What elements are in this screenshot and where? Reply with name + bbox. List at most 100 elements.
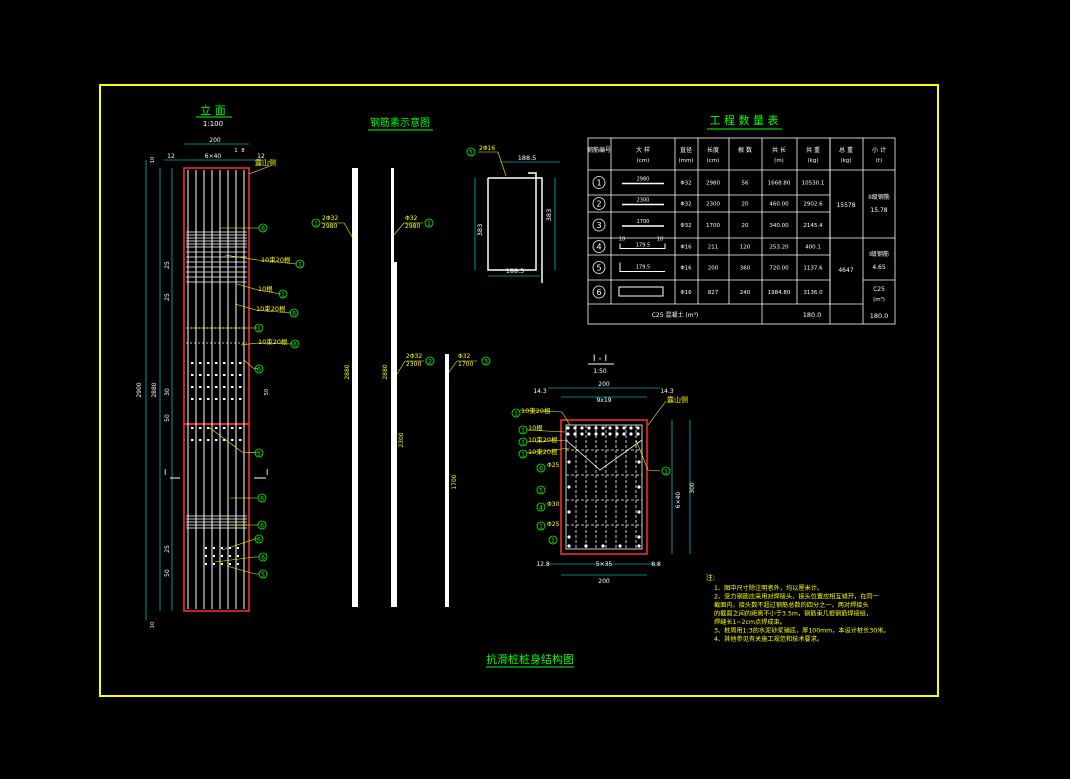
schematic-bar5-dim: 2880: [382, 364, 389, 379]
notes-heading: 注:: [706, 573, 715, 582]
section-side-0: Φ25: [547, 462, 560, 469]
row-dia: Φ32: [680, 202, 691, 208]
table-title: 工 程 数 量 表: [710, 113, 779, 127]
section-callout: 5: [536, 485, 546, 495]
table-concrete-label: C25 混凝土 (m³): [652, 311, 699, 319]
table-header-unit: (cm): [707, 158, 720, 164]
elev-bar-dot: [231, 398, 234, 400]
stirrup-label: 2Φ16: [479, 145, 495, 152]
elev-bar-dot: [199, 398, 202, 400]
elev-bar-dot: [237, 563, 239, 565]
schematic-bar4-label: Φ32: [458, 353, 471, 360]
section-side-2: Φ25: [547, 521, 560, 528]
elev-callout: 1: [278, 289, 288, 299]
table-header: 长度: [707, 146, 719, 154]
elev-dim-30: 30: [164, 388, 171, 396]
table-c25-subtotal: 180.0: [870, 312, 889, 320]
row-total-len: 720.00: [769, 266, 789, 272]
elev-dim-10-bot: 10: [150, 622, 156, 628]
elev-bar-dot: [231, 439, 234, 441]
elev-bar-dot: [223, 362, 226, 364]
elev-dim-2880: 2880: [151, 382, 158, 397]
elev-callout-num: 6: [261, 554, 265, 561]
schematic-bar2-len: 2980: [405, 223, 420, 230]
section-dim-200: 200: [598, 381, 610, 388]
schematic-bar3-label: 2Φ32: [406, 353, 422, 360]
table-subtotal-grade1-val: 4.65: [872, 264, 886, 271]
row-total-wt: 3136.0: [803, 290, 823, 296]
rebar-schematic: 钢筋素示意图 2Φ32 2980 2880 Φ32 2980 2880 2Φ32…: [311, 116, 560, 607]
elev-bar-dot: [207, 386, 210, 388]
table-sum-grade1: 4647: [838, 267, 853, 274]
elev-bar-dot: [239, 386, 242, 388]
row-dia: Φ16: [680, 290, 692, 296]
elev-bar-dot: [199, 362, 202, 364]
section-bar-dot: [618, 544, 622, 548]
row-len: 200: [708, 266, 719, 272]
elev-callout: 6: [254, 364, 264, 374]
elev-callout-num: 6: [261, 225, 265, 232]
row-total-len: 460.00: [769, 202, 789, 208]
elev-dim-10-top: 10: [150, 157, 156, 163]
elev-bar-dot: [223, 439, 226, 441]
elev-section-mark-right: I: [266, 468, 268, 477]
elev-bar-dot: [191, 439, 194, 441]
elev-bar-dot: [191, 362, 194, 364]
schematic-bar1-len: 2980: [322, 223, 337, 230]
schematic-bar3-len: 2300: [406, 361, 421, 368]
row-len: 827: [708, 290, 719, 296]
table-header: 小 计: [872, 146, 886, 154]
section-callout: 1: [518, 437, 528, 447]
section-callout: 1: [518, 449, 528, 459]
section-outline: [560, 419, 648, 555]
row-num: 4: [596, 243, 601, 252]
elev-bar-dot: [239, 374, 242, 376]
row-count: 120: [740, 245, 751, 251]
elev-bar-dot: [199, 427, 202, 429]
section-bar-dot: [601, 426, 605, 430]
elevation-view: 立 面 1:100 200 12 6×40 1 8 12 露山侧 10 2900…: [136, 103, 305, 628]
section-label-1: 10根: [528, 423, 543, 432]
section-bar-dot: [566, 426, 570, 430]
elev-callout: 6: [254, 534, 264, 544]
elev-callout: 6: [290, 339, 300, 349]
table-header: 共 长: [772, 146, 786, 154]
section-bar-dot: [637, 544, 641, 548]
section-dim-left: 14.3: [533, 388, 547, 395]
elev-dim-50a: 50: [164, 414, 171, 422]
section-bar-dot: [637, 535, 641, 539]
elev-bar-dot: [191, 398, 194, 400]
elev-callout: 5: [254, 448, 264, 458]
elev-bar-dot: [205, 547, 207, 549]
elev-dim-25a: 25: [164, 261, 171, 269]
section-bar-dot: [629, 432, 633, 436]
row-len: 1700: [706, 223, 720, 229]
row-num: 3: [596, 221, 601, 230]
schematic-bar3-dim: 2300: [398, 432, 405, 447]
section-label-2: 10束20根: [528, 435, 558, 444]
elev-bar-dot: [223, 386, 226, 388]
section-bar-dot: [629, 426, 633, 430]
elev-callout-num: 6: [260, 495, 264, 502]
section-bar-dot: [622, 432, 626, 436]
elev-callout-num: 5: [261, 571, 265, 578]
section-label-3: 10束20根: [528, 447, 558, 456]
row-num: 1: [596, 179, 601, 188]
elev-bar-dot: [205, 555, 207, 557]
elev-bar-dot: [207, 427, 210, 429]
row-total-wt: 400.1: [805, 245, 821, 251]
schematic-title: 钢筋素示意图: [370, 116, 430, 129]
row-count: 360: [740, 266, 751, 272]
stirrup-h2: 383: [545, 209, 553, 221]
elev-bar-dot: [223, 374, 226, 376]
elev-dim-50c: 50: [264, 389, 270, 395]
section-bar-dot: [584, 544, 588, 548]
elev-callout: 6: [258, 552, 268, 562]
section-dim-h6x40: 6×40: [675, 492, 682, 509]
row-total-len: 253.20: [769, 245, 789, 251]
elev-dim-25b: 25: [164, 293, 171, 301]
elev-dim-bars: 6×40: [205, 153, 222, 160]
notes: 注: 1、图中尺寸除注明者外，均以厘米计。2、受力钢筋应采用对焊接头，接头位置应…: [706, 573, 890, 643]
